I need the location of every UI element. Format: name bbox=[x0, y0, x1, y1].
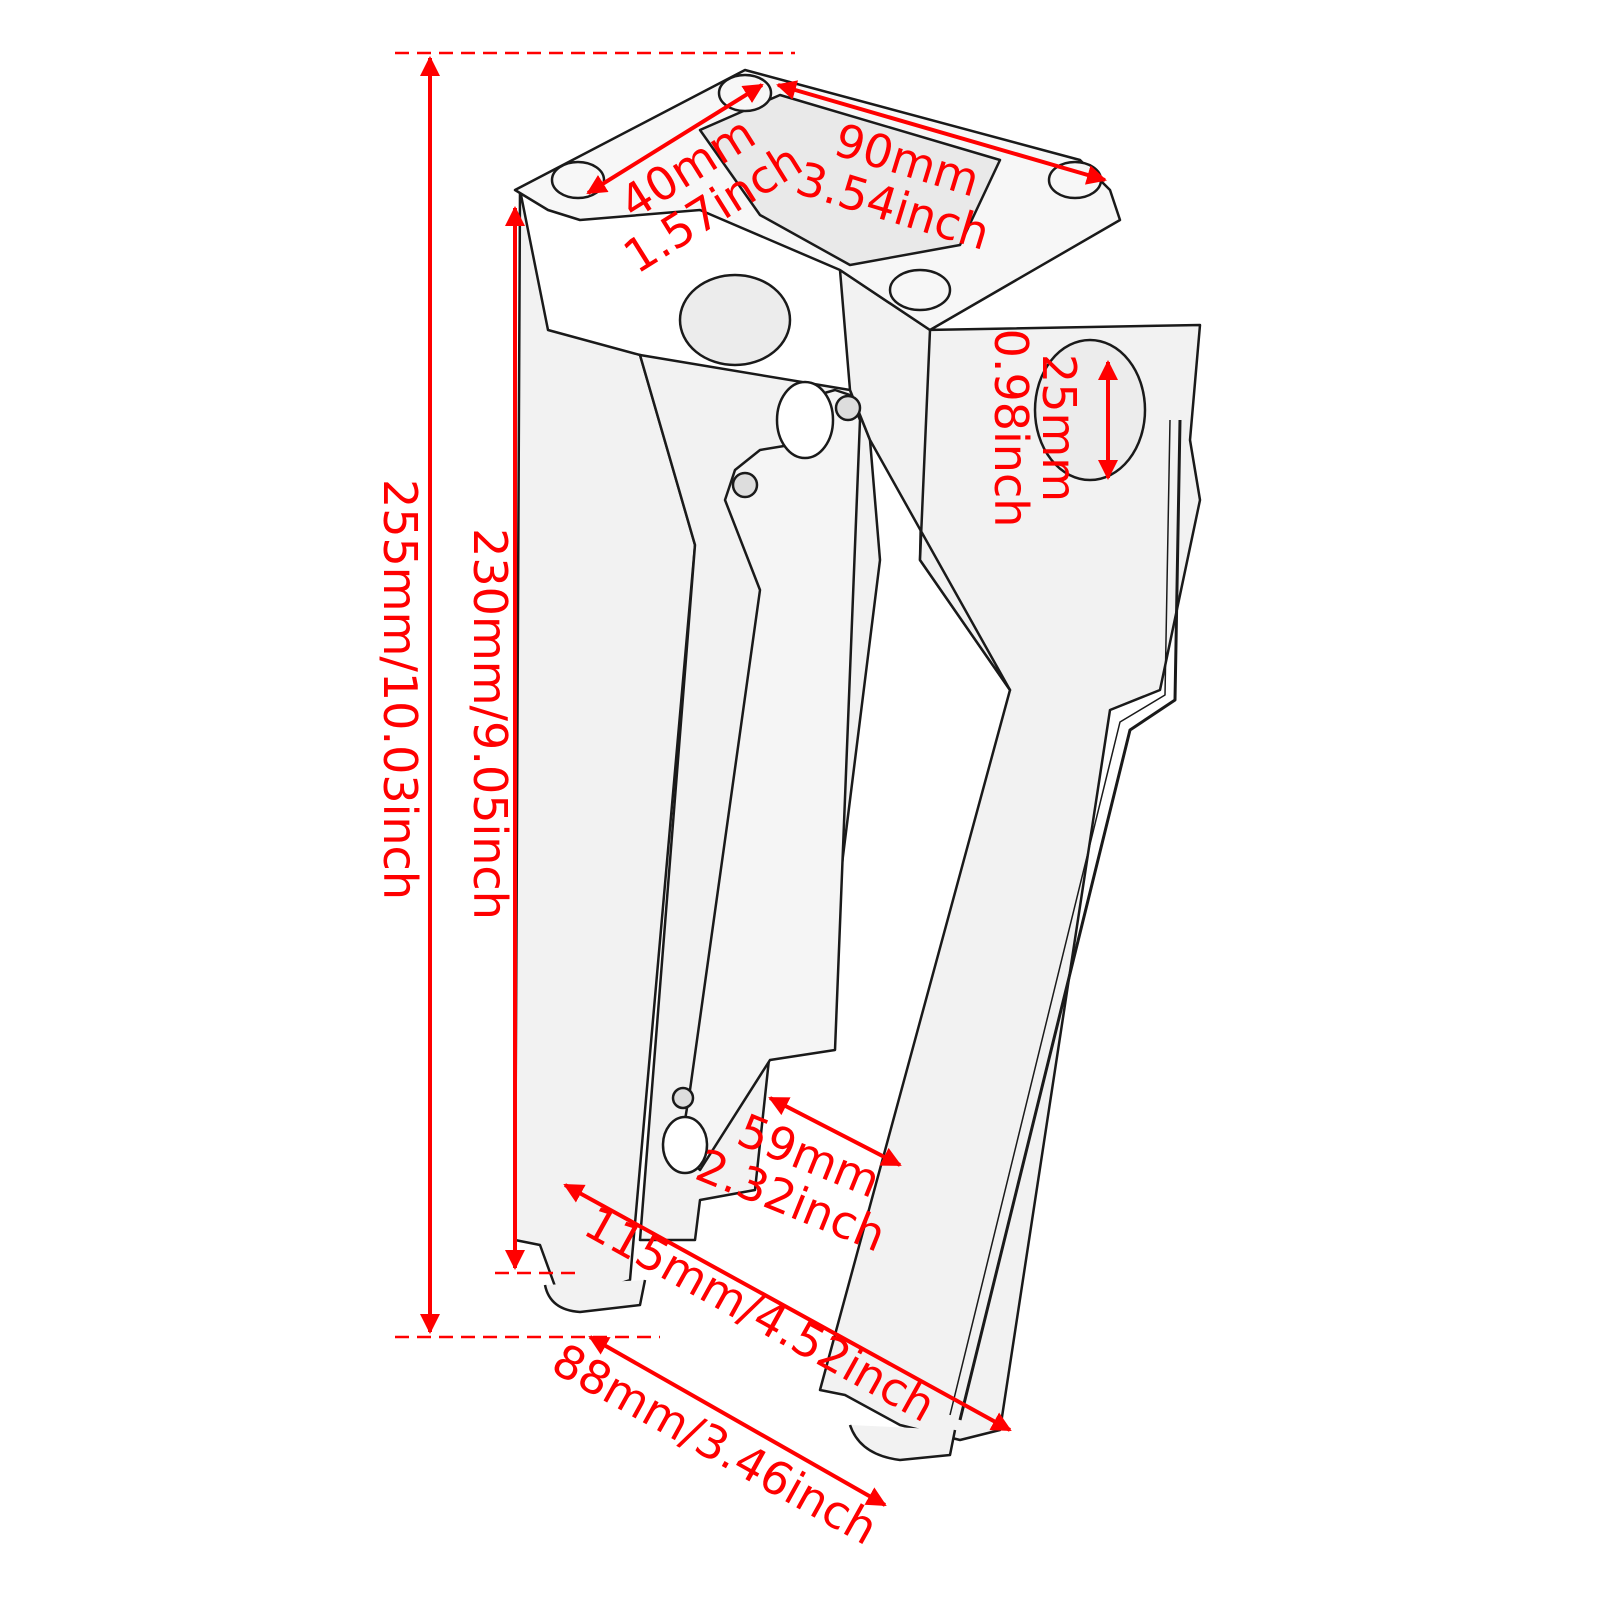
screw-icon bbox=[671, 1086, 695, 1110]
mount-spacing-line bbox=[588, 1335, 887, 1507]
bolt-hole-front bbox=[888, 268, 952, 312]
dimension-lines bbox=[395, 51, 1118, 1507]
plate-hole-upper bbox=[775, 380, 835, 460]
overall-height-label: 255mm/10.03inch bbox=[373, 479, 427, 900]
leg-gap-line bbox=[768, 1096, 902, 1167]
right-leg-groove bbox=[958, 419, 1182, 1421]
left-bore bbox=[678, 273, 792, 367]
outer-base-width-line bbox=[563, 1183, 1012, 1432]
plate-hole-lower bbox=[661, 1115, 709, 1175]
screw-icon bbox=[731, 471, 759, 499]
clamp-bore-label: 25mm 0.98inch bbox=[984, 328, 1086, 528]
screw-icon bbox=[834, 394, 862, 422]
right-foot bbox=[848, 1424, 957, 1462]
riser-height-label: 230mm/9.05inch bbox=[463, 528, 517, 920]
left-foot bbox=[543, 1279, 647, 1314]
right-leg bbox=[818, 323, 1202, 1442]
bolt-hole-top-left bbox=[550, 160, 606, 200]
clamp-spacing-line bbox=[776, 80, 1107, 185]
clamp-width-line bbox=[586, 83, 764, 195]
